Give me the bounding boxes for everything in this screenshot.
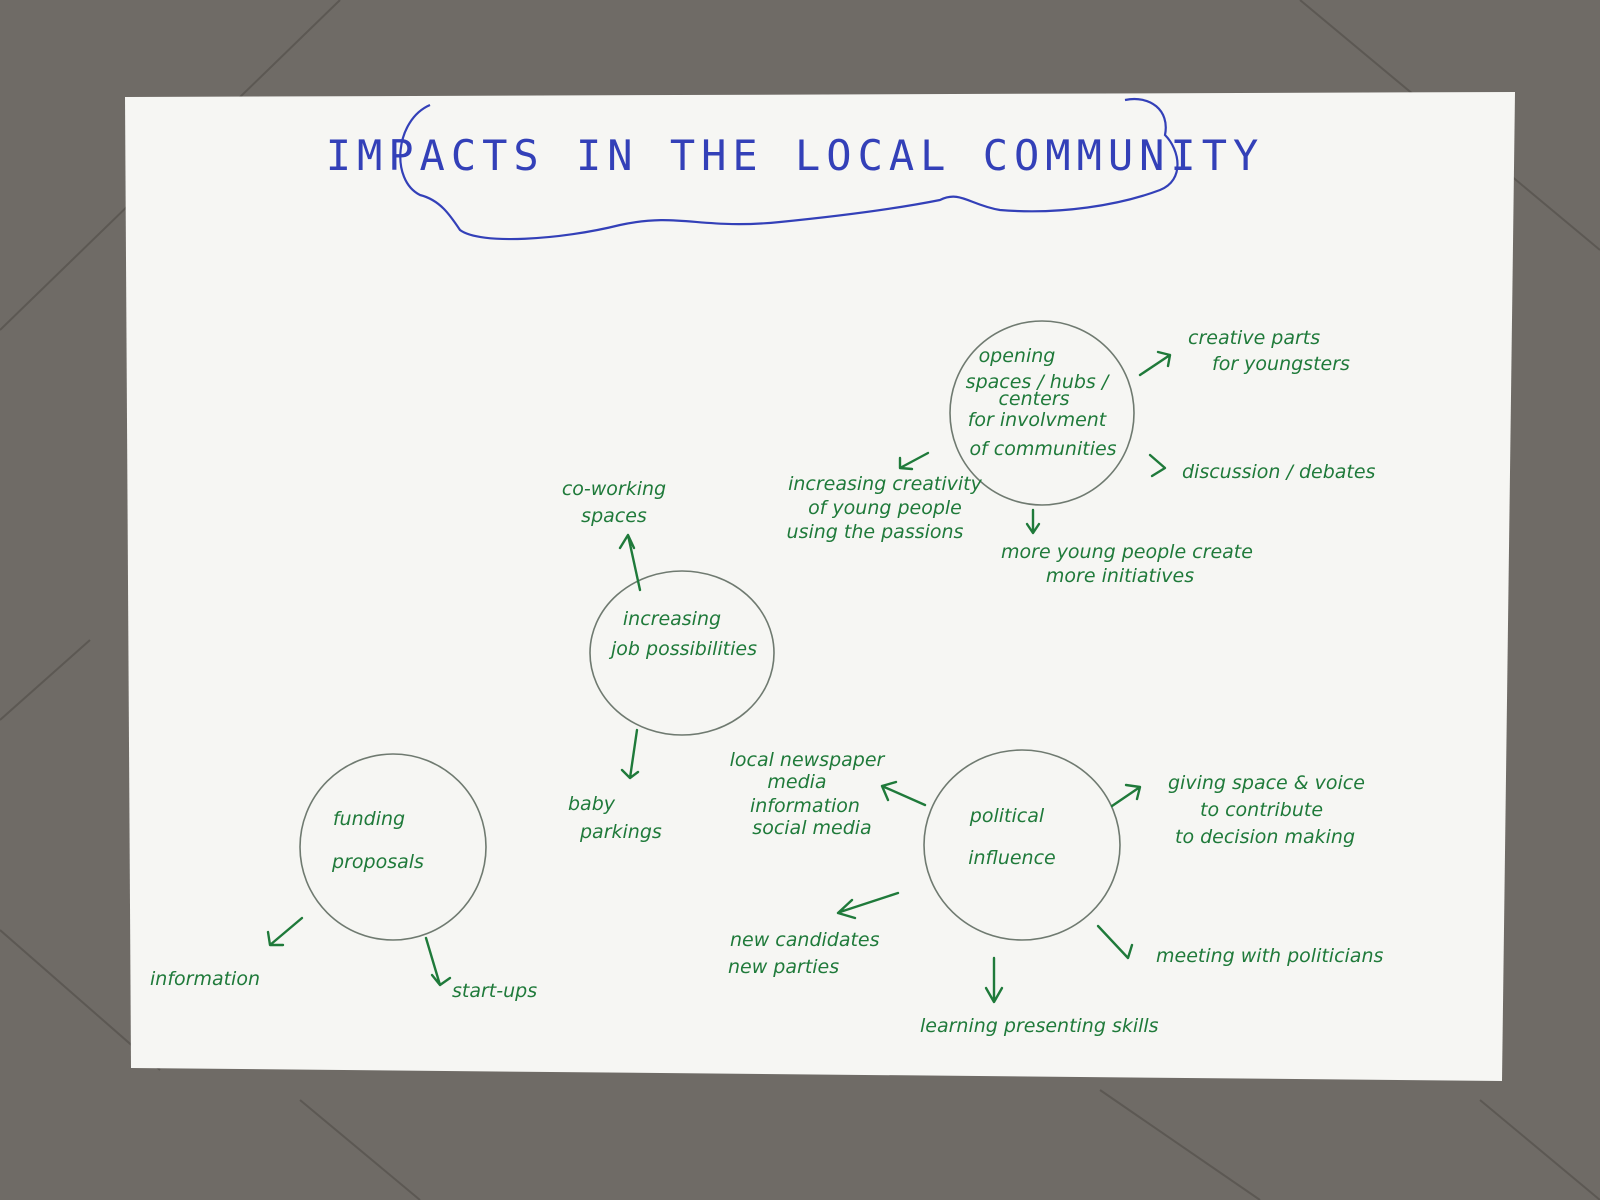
branch-information: information bbox=[150, 968, 260, 990]
node-circle bbox=[299, 753, 487, 941]
node-job-possibilities: increasing job possibilities co-working … bbox=[562, 478, 775, 843]
arrow-icon bbox=[898, 451, 930, 471]
arrow-icon bbox=[620, 728, 640, 780]
branch-creativity: increasing creativity of young people us… bbox=[787, 473, 988, 543]
arrow-icon bbox=[1110, 783, 1142, 808]
node-text: influence bbox=[968, 847, 1056, 869]
branch-media: local newspaper media information social… bbox=[730, 749, 891, 839]
node-opening-spaces: opening spaces / hubs / centers for invo… bbox=[787, 320, 1376, 587]
branch-startups: start-ups bbox=[452, 980, 537, 1002]
node-political: political influence local newspaper medi… bbox=[728, 749, 1383, 1037]
title-cloud: IMPACTS IN THE LOCAL COMMUNITY bbox=[326, 97, 1265, 241]
arrow-icon bbox=[984, 956, 1004, 1004]
node-circle bbox=[589, 570, 775, 736]
branch-creative: creative parts for youngsters bbox=[1188, 327, 1350, 375]
branch-discussion: discussion / debates bbox=[1182, 461, 1376, 483]
arrow-icon bbox=[836, 891, 900, 920]
branch-initiatives: more young people create more initiative… bbox=[1001, 541, 1259, 587]
arrow-icon bbox=[880, 780, 927, 807]
svg-text:political influence: political influence bbox=[968, 805, 1056, 869]
branch-baby: baby parkings bbox=[568, 793, 662, 843]
node-circle bbox=[923, 749, 1121, 941]
branch-meeting: meeting with politicians bbox=[1156, 945, 1383, 967]
svg-text:increasing job possibili: increasing job possibilities bbox=[608, 608, 757, 660]
arrow-icon bbox=[1096, 924, 1134, 960]
page-title: IMPACTS IN THE LOCAL COMMUNITY bbox=[326, 131, 1265, 180]
node-circle bbox=[949, 320, 1135, 506]
node-text: job possibilities bbox=[608, 638, 757, 660]
arrow-icon bbox=[1138, 350, 1172, 377]
svg-text:opening spaces / hubs /: opening spaces / hubs / centers for invo… bbox=[966, 345, 1117, 460]
node-text: proposals bbox=[331, 851, 424, 873]
node-text: increasing bbox=[623, 608, 721, 630]
branch-voice: giving space & voice to contribute to de… bbox=[1168, 772, 1371, 848]
node-text: of communities bbox=[969, 438, 1116, 460]
node-text: funding bbox=[333, 808, 405, 830]
branch-candidates: new candidates new parties bbox=[728, 929, 886, 978]
arrow-icon bbox=[424, 936, 452, 987]
arrow-icon bbox=[618, 533, 642, 592]
branch-coworking: co-working spaces bbox=[562, 478, 672, 527]
node-text: political bbox=[969, 805, 1045, 827]
node-text: centers bbox=[998, 388, 1069, 410]
arrow-icon bbox=[266, 916, 304, 947]
arrow-icon bbox=[1148, 453, 1167, 478]
node-text: opening bbox=[979, 345, 1056, 367]
branch-skills: learning presenting skills bbox=[920, 1015, 1159, 1037]
svg-text:funding proposals: funding proposals bbox=[331, 808, 424, 873]
arrow-icon bbox=[1025, 508, 1041, 535]
node-funding: funding proposals information start-ups bbox=[150, 753, 537, 1002]
node-text: for involvment bbox=[968, 409, 1108, 431]
paper-sheet bbox=[125, 92, 1515, 1081]
